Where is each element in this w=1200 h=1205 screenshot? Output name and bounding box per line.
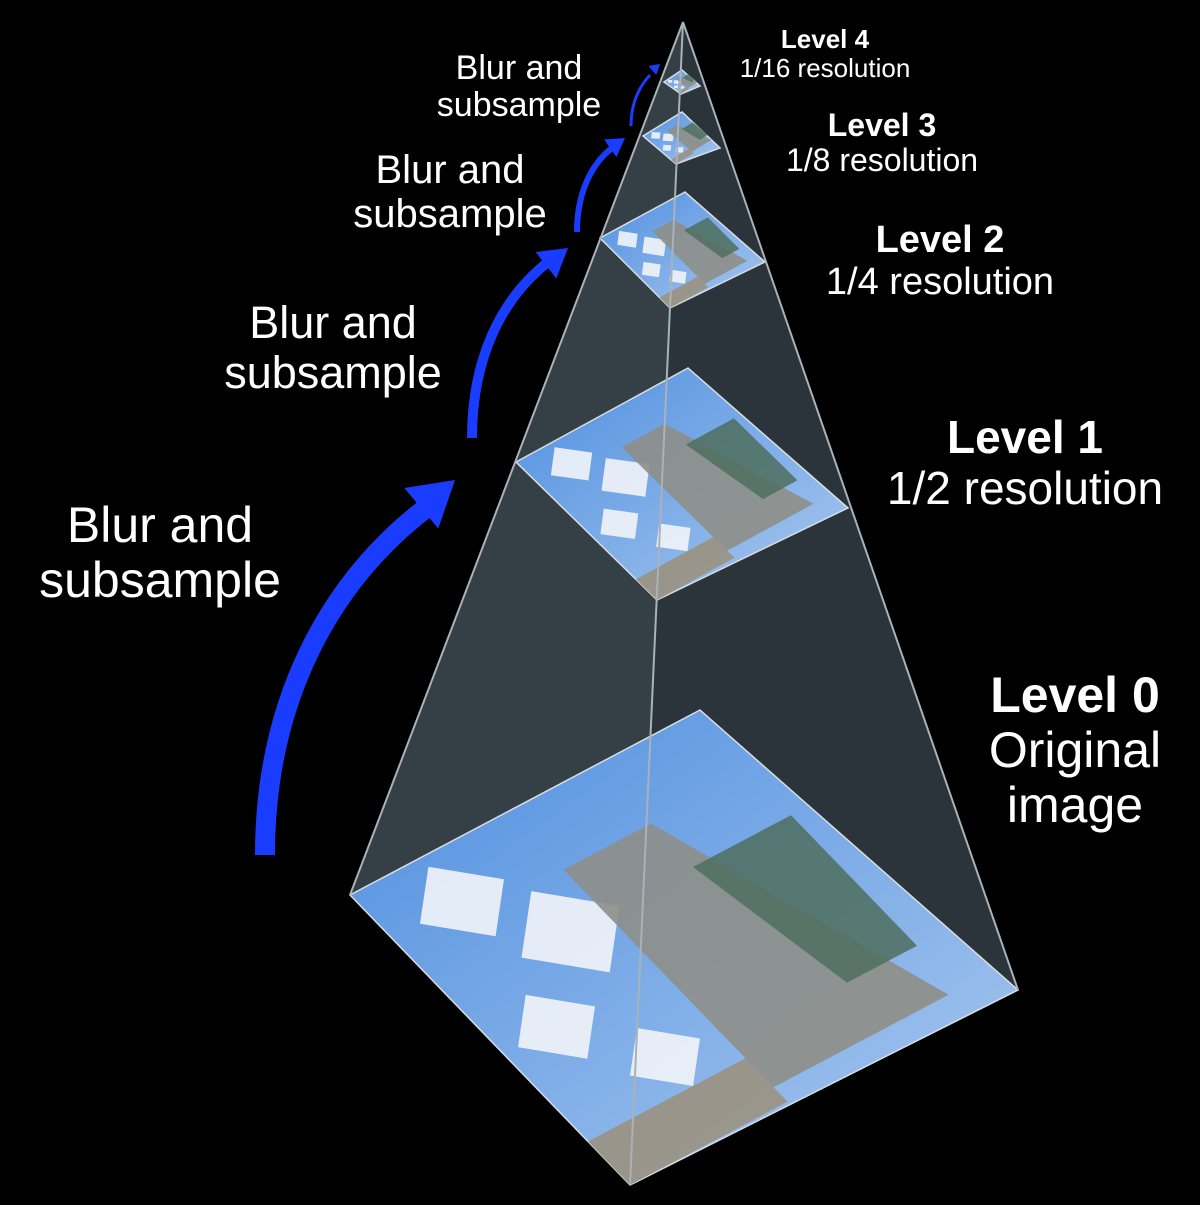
buildings-left bbox=[678, 86, 690, 94]
level-1-title: Level 1 bbox=[947, 411, 1103, 463]
buildings-left bbox=[588, 1058, 788, 1185]
blur-subsample-label-0: Blur and subsample bbox=[10, 498, 310, 608]
operation-line: Blur and bbox=[375, 148, 525, 192]
level-1-subtitle: 1/2 resolution bbox=[886, 461, 1164, 514]
level-4-title: Level 4 bbox=[780, 24, 870, 54]
buildings-left bbox=[659, 276, 709, 308]
cloud bbox=[518, 994, 595, 1059]
cloud bbox=[420, 866, 504, 937]
pyramid-edge bbox=[682, 21, 1019, 991]
blur-subsample-label-3: Blur and subsample bbox=[414, 49, 624, 125]
cloud bbox=[673, 80, 679, 84]
cloud bbox=[674, 85, 678, 89]
cloud bbox=[642, 236, 667, 257]
curved-up-arrow-icon bbox=[574, 138, 625, 233]
level-2-image bbox=[598, 191, 767, 309]
operation-line: Blur and bbox=[66, 497, 254, 553]
level-0-title: Level 0 bbox=[990, 667, 1160, 723]
cloud bbox=[656, 523, 691, 552]
church-building bbox=[563, 823, 949, 1088]
level-0-image bbox=[348, 709, 1020, 1186]
cloud bbox=[662, 133, 674, 142]
curved-up-arrow-icon bbox=[255, 480, 455, 856]
cloud bbox=[617, 230, 638, 248]
operation-line: Blur and bbox=[249, 297, 417, 348]
blur-subsample-label-2: Blur and subsample bbox=[330, 148, 570, 236]
trees bbox=[681, 122, 708, 140]
level-0-subtitle: image bbox=[1006, 777, 1144, 833]
level-3-title: Level 3 bbox=[827, 107, 937, 143]
level-4-label: Level 4 1/16 resolution bbox=[700, 25, 950, 82]
operation-line: subsample bbox=[39, 552, 281, 608]
pyramid-edge bbox=[349, 21, 684, 896]
operation-line: subsample bbox=[353, 192, 547, 236]
level-2-label: Level 2 1/4 resolution bbox=[790, 219, 1090, 304]
pyramid-edge bbox=[629, 21, 684, 1186]
trees bbox=[693, 815, 917, 983]
arrow-head bbox=[604, 138, 625, 158]
cloud bbox=[651, 132, 661, 139]
cloud bbox=[550, 447, 593, 481]
buildings-left bbox=[635, 537, 735, 600]
cloud bbox=[668, 80, 673, 83]
arrow-head bbox=[535, 248, 568, 279]
level-3-label: Level 3 1/8 resolution bbox=[752, 107, 1012, 179]
cloud bbox=[680, 86, 684, 89]
curved-up-arrow-icon bbox=[467, 248, 568, 439]
operation-line: Blur and bbox=[455, 49, 583, 87]
cloud bbox=[600, 508, 639, 539]
cloud bbox=[669, 269, 687, 284]
cloud bbox=[662, 144, 672, 151]
level-3-subtitle: 1/8 resolution bbox=[785, 142, 979, 179]
operation-line: subsample bbox=[224, 346, 442, 398]
level-2-subtitle: 1/4 resolution bbox=[825, 260, 1055, 303]
operation-line: subsample bbox=[436, 86, 602, 125]
level-1-image bbox=[514, 367, 850, 601]
level-0-label: Level 0 Original image bbox=[960, 668, 1190, 833]
trees bbox=[685, 418, 798, 500]
arrow-head bbox=[404, 480, 455, 529]
arrow-head bbox=[648, 64, 660, 76]
curved-up-arrow-icon bbox=[629, 64, 660, 127]
cloud bbox=[630, 1028, 700, 1086]
trees bbox=[682, 74, 696, 83]
church-building bbox=[652, 219, 748, 284]
cloud bbox=[601, 458, 650, 497]
cloud bbox=[641, 261, 661, 278]
church-building bbox=[621, 423, 814, 551]
blur-subsample-label-1: Blur and subsample bbox=[198, 298, 468, 397]
level-0-subtitle: Original bbox=[988, 722, 1162, 778]
level-4-subtitle: 1/16 resolution bbox=[739, 52, 911, 83]
level-1-label: Level 1 1/2 resolution bbox=[860, 412, 1190, 513]
level-2-title: Level 2 bbox=[875, 219, 1005, 261]
trees bbox=[684, 217, 740, 259]
cloud bbox=[521, 891, 620, 973]
